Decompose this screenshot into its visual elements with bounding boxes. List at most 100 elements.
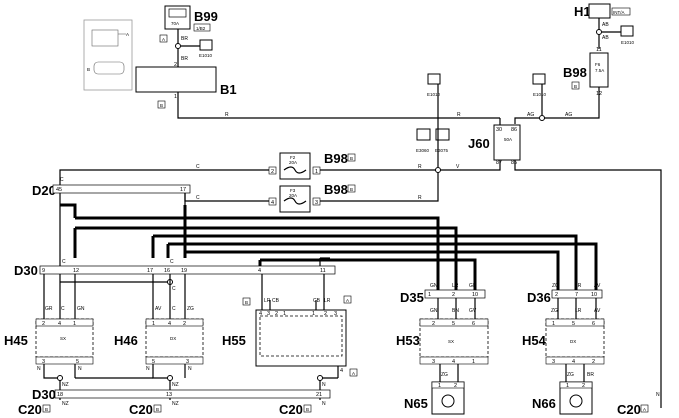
b98-a-label: B98 bbox=[324, 151, 348, 166]
connector-d30-top: D30 9 12 17 16 19 4 11 bbox=[14, 263, 336, 278]
connector-d36: D36 2 7 10 bbox=[527, 289, 603, 305]
motor-n65: N65 1 2 bbox=[404, 381, 465, 415]
svg-text:B: B bbox=[574, 84, 577, 89]
svg-text:GV: GV bbox=[469, 308, 477, 314]
svg-text:NZ: NZ bbox=[172, 401, 179, 407]
svg-text:AB: AB bbox=[602, 35, 609, 41]
svg-text:GN: GN bbox=[430, 283, 438, 289]
svg-text:ZG: ZG bbox=[552, 283, 559, 289]
svg-text:NZ: NZ bbox=[62, 382, 69, 388]
svg-text:87: 87 bbox=[496, 160, 502, 166]
locator-tag-a: A bbox=[126, 32, 129, 37]
svg-text:C: C bbox=[196, 195, 200, 201]
svg-text:B: B bbox=[350, 187, 353, 192]
svg-text:C20: C20 bbox=[617, 402, 641, 417]
svg-text:5: 5 bbox=[452, 321, 455, 327]
svg-text:GR: GR bbox=[45, 306, 53, 312]
svg-text:BR: BR bbox=[181, 56, 188, 62]
svg-text:10: 10 bbox=[472, 292, 478, 298]
svg-text:5: 5 bbox=[76, 359, 79, 365]
h1-component: H1 INT/A bbox=[574, 3, 631, 19]
svg-text:V: V bbox=[456, 164, 460, 170]
svg-text:GN: GN bbox=[77, 306, 85, 312]
svg-text:C: C bbox=[61, 306, 65, 312]
svg-text:7.5A: 7.5A bbox=[595, 68, 604, 73]
svg-text:12: 12 bbox=[73, 268, 79, 274]
svg-text:5: 5 bbox=[152, 359, 155, 365]
b98-top-label: B98 bbox=[563, 65, 587, 80]
svg-text:E3075: E3075 bbox=[435, 148, 449, 153]
svg-text:BR: BR bbox=[587, 372, 594, 378]
svg-text:AV: AV bbox=[155, 306, 162, 312]
svg-text:18: 18 bbox=[57, 392, 63, 398]
connector-d30-bottom: D30 18 13 21 bbox=[32, 387, 331, 402]
svg-text:B: B bbox=[350, 156, 353, 161]
svg-text:1: 1 bbox=[438, 383, 441, 389]
svg-text:2: 2 bbox=[452, 292, 455, 298]
svg-text:1: 1 bbox=[174, 94, 177, 100]
ground-e1010-b99: E1010 bbox=[199, 39, 213, 58]
svg-text:2: 2 bbox=[432, 321, 435, 327]
svg-text:20A: 20A bbox=[289, 160, 297, 165]
svg-text:4: 4 bbox=[258, 268, 261, 274]
svg-text:E3060: E3060 bbox=[416, 148, 430, 153]
d20-label: D20 bbox=[32, 183, 56, 198]
svg-text:1: 1 bbox=[73, 321, 76, 327]
ground-c20-1: C20 B bbox=[18, 402, 51, 417]
svg-text:BR: BR bbox=[181, 36, 188, 42]
svg-text:3: 3 bbox=[432, 359, 435, 365]
svg-text:4: 4 bbox=[572, 359, 575, 365]
motor-n66: N66 1 2 bbox=[532, 381, 593, 415]
svg-text:5: 5 bbox=[572, 321, 575, 327]
svg-text:N: N bbox=[78, 366, 82, 372]
svg-text:ZG: ZG bbox=[551, 308, 558, 314]
svg-text:R: R bbox=[225, 112, 229, 118]
svg-text:C: C bbox=[196, 164, 200, 170]
svg-text:20A: 20A bbox=[289, 193, 297, 198]
svg-text:3: 3 bbox=[267, 311, 270, 317]
svg-text:B: B bbox=[160, 103, 163, 108]
h46-label: H46 bbox=[114, 333, 138, 348]
svg-text:C: C bbox=[172, 306, 176, 312]
svg-text:E1010: E1010 bbox=[199, 53, 213, 58]
ground-e3060: E3060 bbox=[416, 128, 431, 153]
connector-d35: D35 1 2 10 bbox=[400, 289, 486, 305]
svg-text:C: C bbox=[172, 286, 176, 292]
h55-label: H55 bbox=[222, 333, 246, 348]
d30-top-label: D30 bbox=[14, 263, 38, 278]
svg-text:13: 13 bbox=[166, 392, 172, 398]
svg-text:4: 4 bbox=[340, 368, 343, 374]
svg-text:AV: AV bbox=[594, 308, 601, 314]
svg-text:3: 3 bbox=[42, 359, 45, 365]
svg-text:2: 2 bbox=[275, 311, 278, 317]
svg-text:2: 2 bbox=[174, 62, 177, 68]
svg-text:1: 1 bbox=[152, 321, 155, 327]
svg-text:SX: SX bbox=[448, 339, 454, 344]
svg-text:E1010: E1010 bbox=[533, 92, 547, 97]
svg-text:86: 86 bbox=[511, 127, 517, 133]
svg-text:70A: 70A bbox=[171, 21, 179, 26]
svg-text:C20: C20 bbox=[129, 402, 153, 417]
svg-text:N: N bbox=[322, 382, 326, 388]
svg-text:1: 1 bbox=[552, 321, 555, 327]
j60-label: J60 bbox=[468, 136, 490, 151]
svg-text:B: B bbox=[306, 407, 309, 412]
svg-text:ZG: ZG bbox=[441, 372, 448, 378]
svg-text:11: 11 bbox=[320, 268, 326, 274]
svg-text:LR: LR bbox=[575, 283, 582, 289]
svg-text:F3: F3 bbox=[290, 188, 296, 193]
n65-label: N65 bbox=[404, 396, 428, 411]
svg-text:N: N bbox=[322, 401, 326, 407]
svg-text:2: 2 bbox=[454, 383, 457, 389]
locator-tag-b: B bbox=[87, 67, 90, 72]
svg-text:19: 19 bbox=[181, 268, 187, 274]
svg-text:A: A bbox=[162, 37, 165, 42]
ground-e1010-right: E1010 bbox=[532, 73, 547, 97]
svg-text:A: A bbox=[352, 371, 355, 376]
svg-text:85: 85 bbox=[511, 160, 517, 166]
h1-label: H1 bbox=[574, 4, 591, 19]
svg-text:4: 4 bbox=[259, 311, 262, 317]
svg-text:GN: GN bbox=[430, 308, 438, 314]
svg-text:F6: F6 bbox=[595, 62, 601, 67]
